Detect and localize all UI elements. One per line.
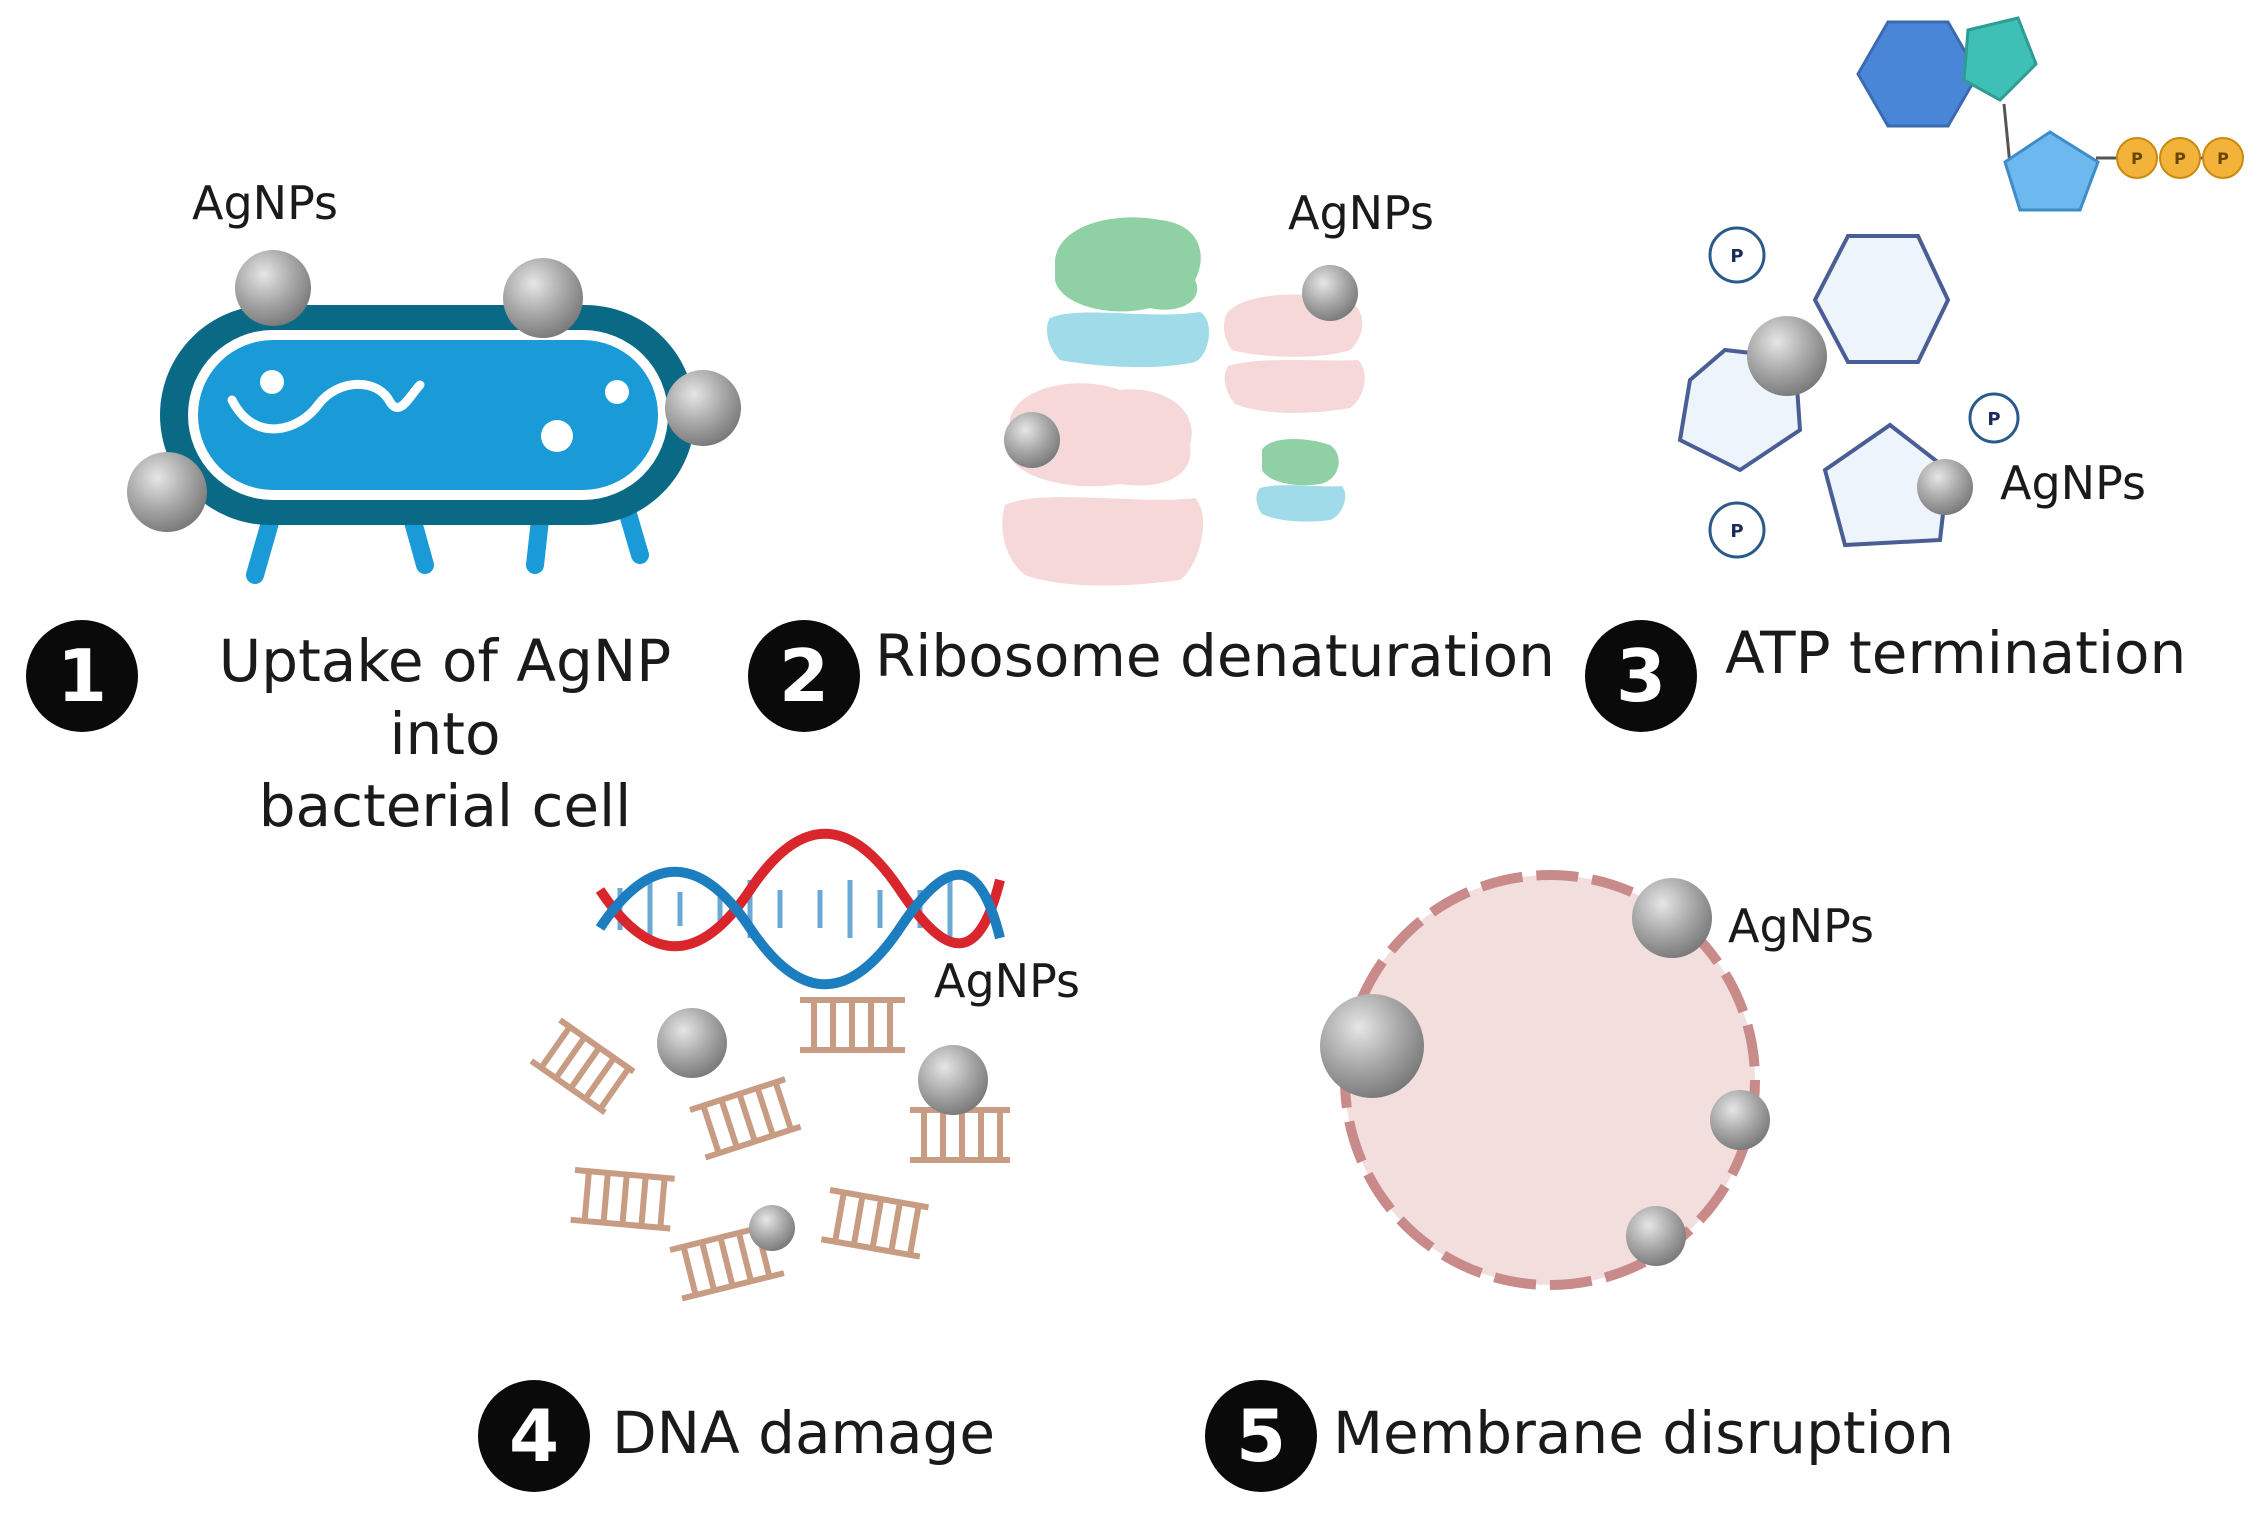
step-number-badge-1: 1 [26,620,138,732]
step-caption-1-line1: Uptake of AgNP into [218,627,672,768]
agnp-label-5: AgNPs [1728,899,1874,953]
atp-purine-ring [1856,20,1980,128]
agnp-label-2: AgNPs [1288,186,1434,240]
free-phosphates [1708,226,2020,559]
agnp-label-1: AgNPs [192,176,338,230]
plasmid [227,379,425,434]
step-number-badge-5: 5 [1205,1380,1317,1492]
step-caption-5: Membrane disruption [1333,1399,1954,1467]
svg-text:P: P [1987,409,2000,430]
dna-strand-red [595,828,1005,952]
step-caption-3: ATP termination [1725,619,2187,687]
silver-nanoparticles [1004,265,1358,468]
step-caption-4: DNA damage [612,1399,996,1467]
agnp-label-4: AgNPs [934,954,1080,1008]
atp-ribose-ring [2003,130,2100,212]
ribosome-small-blue [1047,312,1210,368]
bacterium-illustration [127,250,741,584]
step-caption-1: Uptake of AgNP into bacterial cell [165,625,725,843]
agnp-label-3: AgNPs [2000,456,2146,510]
svg-text:P: P [1730,521,1743,542]
broken-purine-ring [1812,234,1951,364]
membrane-illustration [1320,870,1770,1290]
silver-nanoparticles [1320,878,1770,1266]
silver-nanoparticles [1747,316,1973,515]
svg-text:P: P [2174,149,2186,168]
ribosome-large-pink [1008,383,1192,487]
ribosome-illustration [1002,217,1365,586]
cell-body [1345,875,1755,1285]
step-number-badge-3: 3 [1585,620,1697,732]
silver-nanoparticles [657,1008,988,1251]
atp-imidazole-ring [1962,16,2038,102]
dna-fragments [529,997,1010,1302]
svg-text:P: P [2217,149,2229,168]
ribosome-small-pink [1002,497,1204,586]
silver-nanoparticles [127,250,741,532]
atp-phosphate-chain: P P P [2116,137,2244,179]
step-number-badge-2: 2 [748,620,860,732]
svg-text:P: P [1730,246,1743,267]
ribosome-large-green [1055,217,1201,312]
svg-text:P: P [2131,149,2143,168]
dna-strand-blue [595,866,1005,990]
atp-illustration: P P P P P P [1677,16,2244,559]
cytoplasm [198,340,658,490]
step-number-badge-4: 4 [478,1380,590,1492]
dna-illustration [529,828,1010,1302]
step-caption-1-line2: bacterial cell [258,772,632,840]
step-caption-2: Ribosome denaturation [875,622,1555,690]
